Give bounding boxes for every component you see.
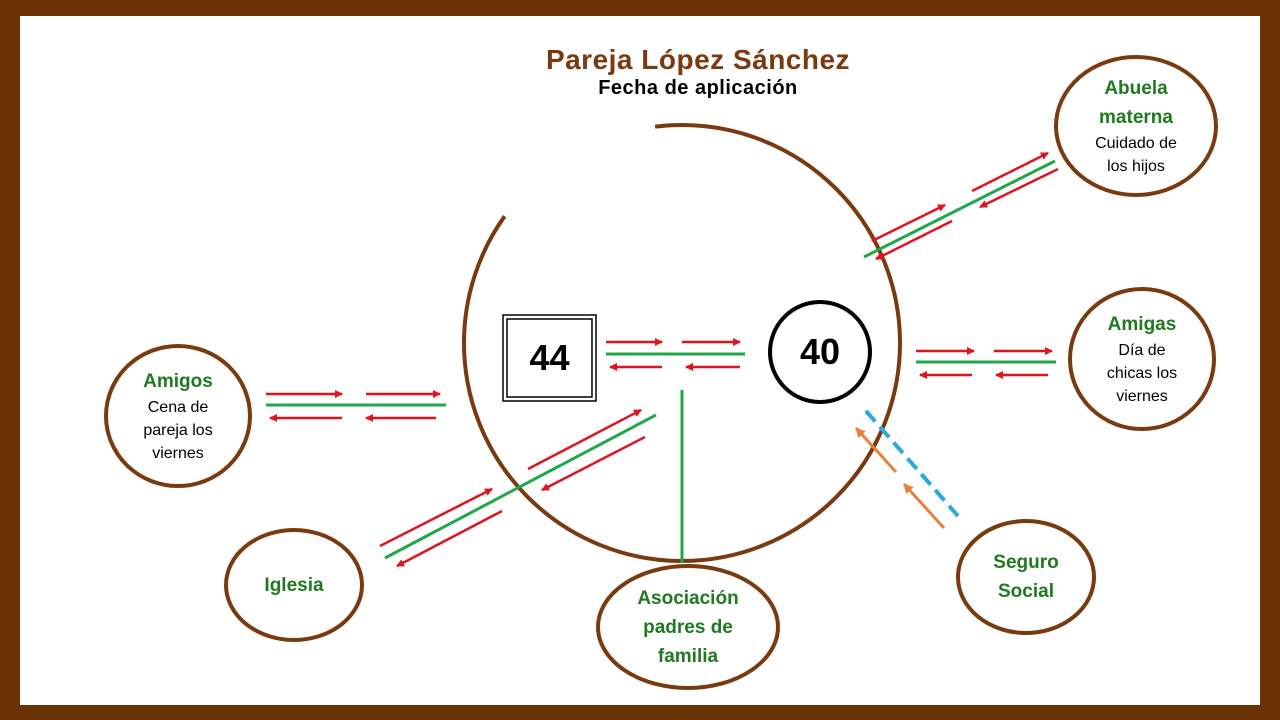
node-seguro-name-1: Seguro — [993, 552, 1059, 573]
node-asociacion: Asociación padres de familia — [600, 568, 776, 686]
husband-box — [502, 314, 597, 402]
node-amigos-desc-2: pareja los — [143, 422, 213, 439]
iglesia-ellipse — [224, 528, 364, 642]
node-amigos-desc-3: viernes — [152, 445, 204, 462]
node-amigas-desc-1: Día de — [1118, 342, 1166, 359]
link-seguro — [854, 409, 960, 530]
node-amigos-desc-1: Cena de — [147, 399, 209, 416]
amigos-ellipse — [104, 344, 252, 488]
node-abuela-desc-2: los hijos — [1107, 158, 1165, 175]
amigas-ellipse — [1068, 287, 1216, 431]
link-amigos — [266, 390, 446, 422]
node-abuela-name-2: materna — [1099, 107, 1173, 128]
node-amigas-desc-3: viernes — [1116, 388, 1168, 405]
node-seguro-social: Seguro Social — [960, 523, 1092, 631]
node-iglesia: Iglesia — [228, 532, 360, 638]
node-amigas: Amigas Día de chicas los viernes — [1072, 292, 1212, 426]
page-title: Pareja López Sánchez — [545, 44, 851, 75]
couple-link — [606, 338, 745, 371]
node-abuela-materna: Abuela materna Cuidado de los hijos — [1058, 60, 1214, 192]
node-iglesia-name: Iglesia — [264, 574, 324, 596]
link-iglesia — [379, 408, 657, 568]
node-abuela-desc-1: Cuidado de — [1095, 135, 1177, 152]
node-amigos: Amigos Cena de pareja los viernes — [108, 349, 248, 483]
wife-circle — [768, 300, 872, 404]
asociacion-ellipse — [596, 564, 780, 690]
node-asociacion-name-2: padres de — [643, 616, 733, 638]
node-amigos-name: Amigos — [143, 371, 213, 392]
abuela-ellipse — [1054, 55, 1218, 197]
node-seguro-name-2: Social — [998, 581, 1054, 602]
node-abuela-name-1: Abuela — [1104, 78, 1168, 99]
wife-age: 40 — [799, 331, 841, 372]
husband-age: 44 — [529, 337, 570, 378]
link-amigas — [916, 347, 1056, 379]
seguro-ellipse — [956, 519, 1096, 635]
application-date-label: Fecha de aplicación — [598, 77, 798, 99]
node-amigas-name: Amigas — [1107, 314, 1177, 335]
node-asociacion-name-1: Asociación — [637, 587, 739, 609]
node-amigas-desc-2: chicas los — [1106, 365, 1178, 382]
link-abuela — [863, 151, 1059, 261]
node-asociacion-name-3: familia — [657, 645, 719, 667]
